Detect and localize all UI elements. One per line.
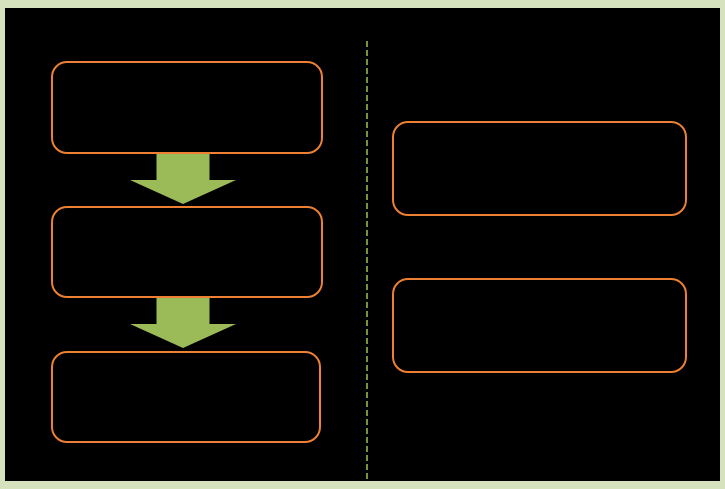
- flow-box-1: [51, 61, 323, 154]
- down-block-arrow-shape: [130, 154, 236, 204]
- down-arrow-connector-2: [130, 298, 236, 348]
- side-box-2: [392, 278, 687, 373]
- down-block-arrow-shape: [130, 298, 236, 348]
- diagram-canvas: [5, 8, 720, 481]
- down-arrow-connector-1: [130, 154, 236, 204]
- dashed-divider: [366, 41, 368, 480]
- flow-box-2: [51, 206, 323, 298]
- side-box-1: [392, 121, 687, 216]
- flow-box-3: [51, 351, 321, 443]
